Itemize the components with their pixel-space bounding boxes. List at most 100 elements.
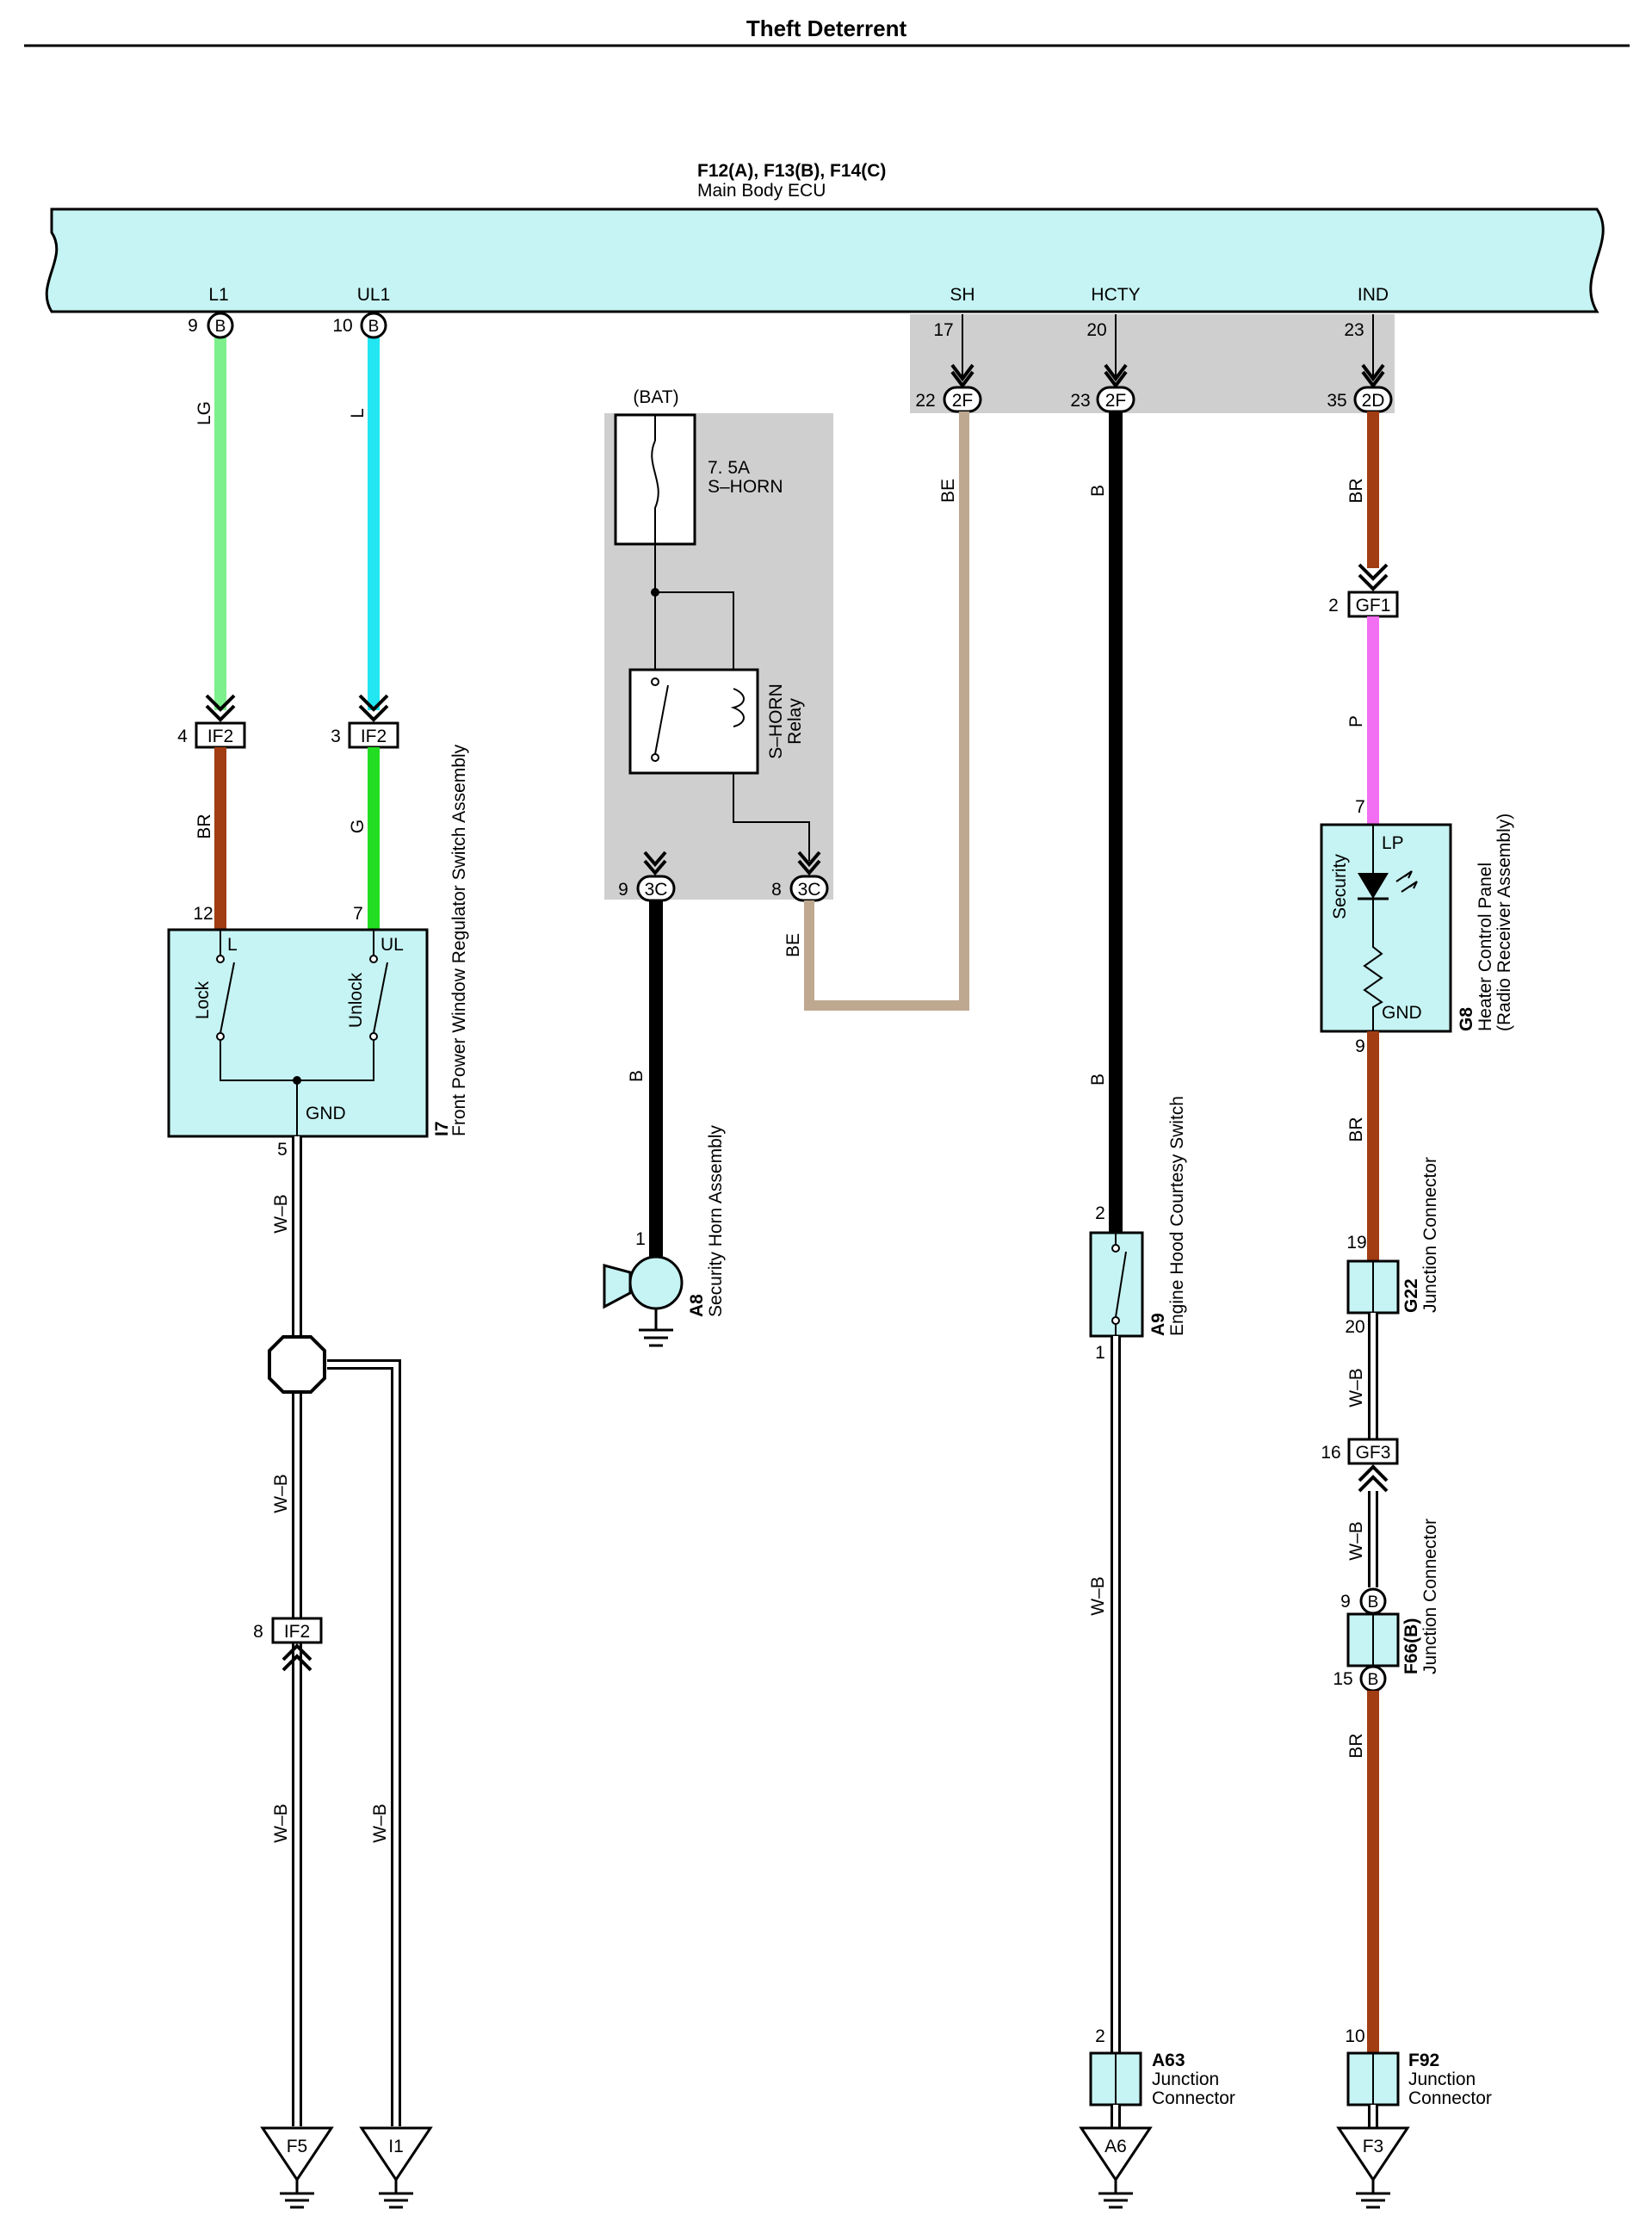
if2-c-arrow	[282, 1643, 312, 1672]
c3-8-arrow	[797, 851, 821, 876]
relay-bat-label: (BAT)	[633, 387, 678, 407]
i7-switch-unlock-label: Unlock	[346, 972, 366, 1028]
relay-label-1: S–HORN	[766, 684, 786, 759]
i7-unlock-blade	[373, 962, 388, 1034]
wire-p-label: P	[1346, 715, 1366, 727]
wire-be	[804, 411, 969, 1011]
wire-lg-label: LG	[195, 401, 214, 425]
hcty-2f-label: 2F	[1105, 391, 1127, 411]
ecu-pin-ul1-num: 10	[332, 316, 352, 336]
g8-pin-out: 9	[1355, 1036, 1365, 1056]
i7-switch-lock-label: Lock	[193, 981, 213, 1019]
security-horn-icon	[628, 1255, 684, 1310]
ecu-pin-ul1	[360, 312, 387, 339]
ecu-pin-hcty: 20	[1086, 320, 1106, 340]
f66-pin-bottom: 15	[1333, 1669, 1352, 1689]
gf1-arrow	[1358, 563, 1389, 591]
if2-a-pin: 4	[177, 727, 188, 746]
ground-i1-triangle	[359, 2126, 433, 2182]
ind-2d-pin: 35	[1327, 391, 1346, 411]
ground-f5-label: F5	[287, 2137, 308, 2156]
a8-pin: 1	[635, 1229, 646, 1249]
a9-contact-bottom	[1111, 1316, 1120, 1325]
sh-2f-label: 2F	[952, 391, 974, 411]
led-emit-icon	[1395, 870, 1418, 893]
ecu-terminal-hcty: HCTY	[1091, 285, 1140, 305]
c3-8-label: 3C	[798, 880, 821, 900]
main-body-ecu	[45, 207, 1605, 313]
ecu-terminal-ul1: UL1	[357, 285, 391, 305]
gf3-pin: 16	[1321, 1443, 1340, 1463]
if2-b-connector	[348, 721, 399, 749]
wire-br4-label: BR	[1346, 1733, 1366, 1758]
i7-terminal-l: L	[227, 935, 238, 955]
ecu-terminal-l1: L1	[208, 285, 228, 305]
if2-c-pin: 8	[253, 1622, 263, 1642]
a63-line2: Connector	[1152, 2088, 1235, 2108]
a63-line1: Junction	[1152, 2069, 1219, 2089]
i7-lock-blade	[220, 962, 235, 1034]
ecu-code: F12(A), F13(B), F14(C)	[697, 161, 886, 181]
f92-code: F92	[1408, 2051, 1439, 2070]
a63-pin: 2	[1095, 2026, 1105, 2046]
ground-f3-icon	[1356, 2180, 1390, 2209]
i7-pin-ul: 7	[353, 904, 363, 924]
g22-pin-bottom: 20	[1345, 1317, 1364, 1337]
g8-gnd-label: GND	[1382, 1003, 1422, 1023]
g22-pin-top: 19	[1346, 1233, 1366, 1253]
i7-lock-contact-top	[216, 955, 225, 963]
ecu-pin-l1	[207, 312, 234, 339]
c3-8-pin: 8	[771, 880, 782, 900]
f66-name: Junction Connector	[1420, 1519, 1440, 1674]
relay-contact-bottom	[651, 753, 659, 762]
f92-line2: Connector	[1408, 2088, 1492, 2108]
a9-pin-top: 2	[1095, 1203, 1105, 1223]
if2-b-arrow	[358, 694, 389, 722]
wire-wb2-label: W–B	[271, 1474, 291, 1513]
ground-f3-triangle	[1336, 2126, 1410, 2182]
if2-c-label: IF2	[284, 1622, 310, 1642]
ground-i1-icon	[379, 2180, 413, 2209]
horn-ground-icon	[639, 1308, 673, 1347]
heater-control-panel	[1320, 823, 1452, 1033]
splice-point	[268, 1335, 326, 1394]
if2-b-pin: 3	[331, 727, 341, 746]
ground-i1-label: I1	[388, 2137, 404, 2156]
i7-unlock-contact-bottom	[369, 1032, 378, 1041]
g8-security-label: Security	[1330, 854, 1350, 919]
gf1-pin: 2	[1328, 596, 1339, 616]
ground-f3-label: F3	[1363, 2137, 1384, 2156]
wire-b1-label: B	[627, 1070, 647, 1082]
wire-g-label: G	[348, 820, 368, 833]
if2-a-label: IF2	[207, 727, 233, 746]
wire-be2-label: BE	[783, 933, 803, 957]
if2-c-connector	[271, 1617, 323, 1644]
relay-contact-top	[651, 677, 659, 686]
wire-wb3-label: W–B	[271, 1803, 291, 1843]
wire-wb6-label: W–B	[1346, 1368, 1366, 1407]
g8-code: G8	[1457, 1007, 1476, 1031]
c3-9-arrow	[643, 851, 667, 876]
a9-blade	[1115, 1251, 1127, 1318]
gf3-connector	[1347, 1438, 1399, 1465]
fuse-name: S–HORN	[708, 477, 783, 497]
ind-arrow	[1361, 363, 1385, 389]
security-led-icon	[1358, 873, 1389, 899]
i7-pin-l: 12	[193, 904, 213, 924]
gf1-label: GF1	[1356, 596, 1391, 616]
wire-b2-label-mid: B	[1088, 1073, 1108, 1086]
relay-label-2: Relay	[785, 698, 805, 745]
ground-a6-icon	[1098, 2180, 1133, 2209]
ground-f5-icon	[280, 2180, 314, 2209]
wire-wb-branch-inner	[327, 1362, 399, 2126]
wire-br2-label: BR	[1346, 478, 1366, 503]
gf3-label: GF3	[1356, 1443, 1391, 1463]
i7-unlock-contact-top	[369, 955, 378, 963]
i7-terminal-ul: UL	[381, 935, 404, 955]
diagram-title: Theft Deterrent	[746, 15, 907, 41]
if2-a-connector	[195, 721, 246, 749]
f66-pin-bottom-conn: B	[1368, 1671, 1379, 1689]
horn-bell-icon	[603, 1264, 632, 1309]
ecu-pin-sh: 17	[933, 320, 953, 340]
wire-br3-label: BR	[1346, 1117, 1366, 1141]
